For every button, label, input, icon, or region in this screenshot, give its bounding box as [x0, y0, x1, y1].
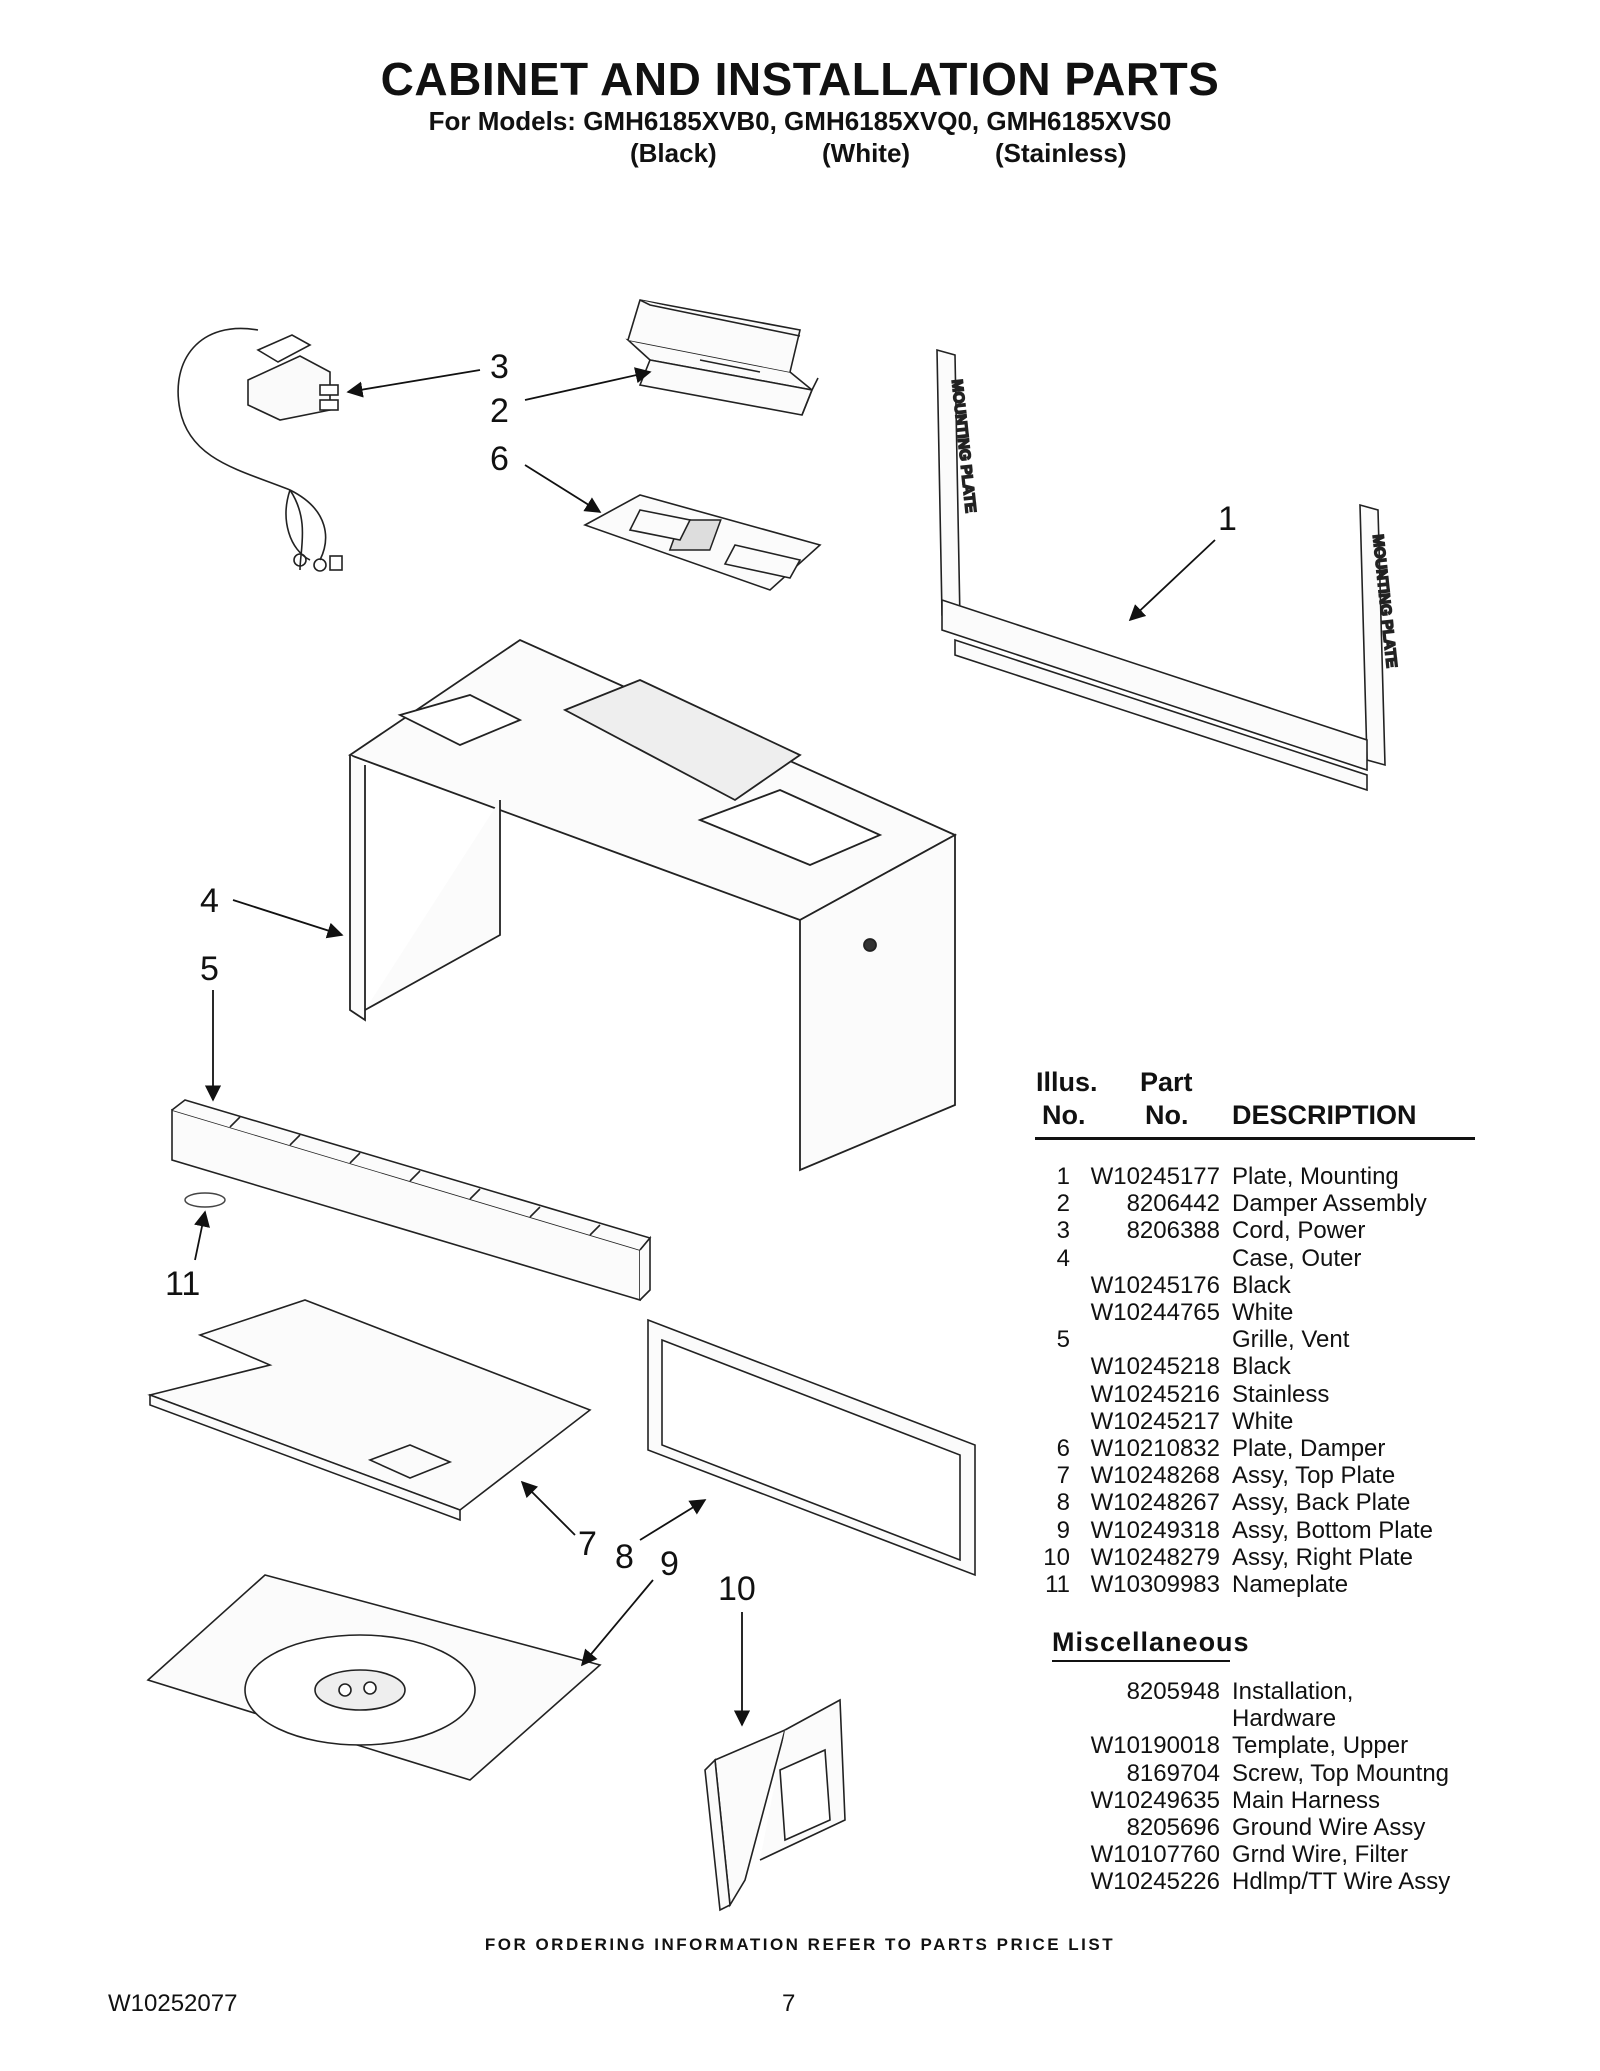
part-no: W10245226 — [1090, 1868, 1220, 1896]
part-no: W10249635 — [1090, 1786, 1220, 1814]
illus-no: 2 — [1056, 1190, 1070, 1218]
illus-no: 10 — [1043, 1543, 1070, 1571]
callout-3: 3 — [490, 348, 509, 386]
part-description: Stainless — [1232, 1380, 1330, 1408]
misc-heading: Miscellaneous — [1052, 1627, 1250, 1657]
variant-white: (White) — [822, 138, 911, 168]
part-description: Assy, Bottom Plate — [1232, 1516, 1433, 1544]
part-no: 8205696 — [1126, 1814, 1220, 1841]
part-description: Damper Assembly — [1232, 1190, 1427, 1218]
part-description: Plate, Damper — [1232, 1435, 1386, 1462]
callout-11: 11 — [165, 1265, 200, 1303]
parts-header-rule — [1035, 1137, 1475, 1140]
part-description: Hardware — [1232, 1705, 1337, 1733]
outer-case-illustration — [348, 638, 958, 1172]
top-plate-illustration — [147, 1299, 592, 1522]
part-description: Screw, Top Mountng — [1232, 1759, 1450, 1787]
part-no: 8205948 — [1126, 1678, 1220, 1705]
misc-heading-rule — [1052, 1660, 1230, 1662]
part-description: Black — [1232, 1271, 1291, 1299]
part-no: W10249318 — [1090, 1516, 1220, 1544]
callout-arrows — [194, 367, 1216, 1727]
part-no: W10248268 — [1090, 1462, 1220, 1490]
callout-2: 2 — [490, 392, 509, 430]
nameplate-illustration — [184, 1192, 226, 1208]
callout-9: 9 — [660, 1545, 679, 1583]
right-plate-illustration — [704, 1698, 846, 1912]
part-description: Cord, Power — [1232, 1217, 1366, 1245]
part-no: W10245177 — [1090, 1163, 1220, 1190]
variant-stainless: (Stainless) — [995, 138, 1127, 168]
illus-no: 4 — [1056, 1244, 1070, 1272]
part-no: W10107760 — [1090, 1841, 1220, 1869]
part-description: Template, Upper — [1232, 1732, 1409, 1760]
illus-no: 8 — [1056, 1489, 1070, 1517]
ordering-note: FOR ORDERING INFORMATION REFER TO PARTS … — [484, 1935, 1116, 1954]
header-description: DESCRIPTION — [1232, 1100, 1417, 1130]
part-description: Assy, Right Plate — [1232, 1543, 1413, 1571]
callout-10: 10 — [718, 1570, 756, 1608]
part-no: W10248267 — [1090, 1489, 1220, 1517]
bottom-plate-illustration — [146, 1574, 602, 1781]
part-description: White — [1232, 1299, 1294, 1326]
part-no: W10245217 — [1090, 1407, 1220, 1435]
part-description: White — [1232, 1407, 1294, 1435]
part-no: W10190018 — [1090, 1732, 1220, 1760]
callout-5: 5 — [200, 950, 219, 988]
part-no: W10245216 — [1090, 1380, 1220, 1408]
part-description: Nameplate — [1232, 1571, 1349, 1598]
part-description: Ground Wire Assy — [1232, 1814, 1426, 1841]
part-no: 8206442 — [1126, 1190, 1220, 1218]
part-no: W10309983 — [1090, 1571, 1220, 1598]
variant-black: (Black) — [630, 138, 717, 168]
mounting-plate-illustration: MOUNTING PLATE MOUNTING PLATE — [936, 348, 1401, 792]
part-description: Assy, Back Plate — [1232, 1489, 1411, 1517]
part-description: Grille, Vent — [1232, 1326, 1350, 1354]
illus-no: 11 — [1045, 1571, 1070, 1598]
part-description: Plate, Mounting — [1232, 1163, 1399, 1190]
callout-4: 4 — [200, 882, 219, 920]
part-description: Black — [1232, 1353, 1291, 1381]
models-line: For Models: GMH6185XVB0, GMH6185XVQ0, GM… — [428, 106, 1172, 136]
illus-no: 3 — [1056, 1217, 1070, 1245]
back-plate-illustration — [647, 1318, 976, 1577]
callout-1: 1 — [1218, 500, 1237, 538]
part-no: W10210832 — [1090, 1435, 1220, 1462]
callout-6: 6 — [490, 440, 509, 478]
part-description: Hdlmp/TT Wire Assy — [1232, 1868, 1451, 1896]
illus-no: 6 — [1056, 1435, 1070, 1462]
part-no: W10248279 — [1090, 1543, 1220, 1571]
header-part-2: No. — [1145, 1100, 1189, 1130]
part-description: Assy, Top Plate — [1232, 1462, 1396, 1490]
part-no: 8169704 — [1126, 1759, 1220, 1787]
header-illus-1: Illus. — [1036, 1067, 1098, 1097]
callout-8: 8 — [615, 1538, 634, 1576]
part-no: 8206388 — [1126, 1217, 1220, 1245]
power-cord-illustration — [177, 327, 343, 572]
part-description: Grnd Wire, Filter — [1232, 1841, 1409, 1869]
illus-no: 5 — [1056, 1326, 1070, 1354]
document-id: W10252077 — [108, 1990, 238, 2017]
part-no: W10244765 — [1090, 1299, 1220, 1326]
part-description: Case, Outer — [1232, 1244, 1362, 1272]
damper-assembly-illustration — [625, 299, 819, 416]
part-description: Installation, — [1232, 1678, 1354, 1705]
part-no: W10245218 — [1090, 1353, 1220, 1381]
page-title: CABINET AND INSTALLATION PARTS — [380, 53, 1220, 105]
header-illus-2: No. — [1042, 1100, 1086, 1130]
illus-no: 9 — [1056, 1516, 1070, 1544]
illus-no: 7 — [1056, 1462, 1070, 1490]
illus-no: 1 — [1056, 1163, 1070, 1190]
damper-plate-illustration — [583, 494, 822, 591]
header-part-1: Part — [1140, 1067, 1193, 1097]
part-no: W10245176 — [1090, 1271, 1220, 1299]
callout-7: 7 — [578, 1525, 597, 1563]
part-description: Main Harness — [1232, 1786, 1381, 1814]
page-number: 7 — [782, 1990, 796, 2017]
vent-grille-illustration — [171, 1099, 652, 1302]
